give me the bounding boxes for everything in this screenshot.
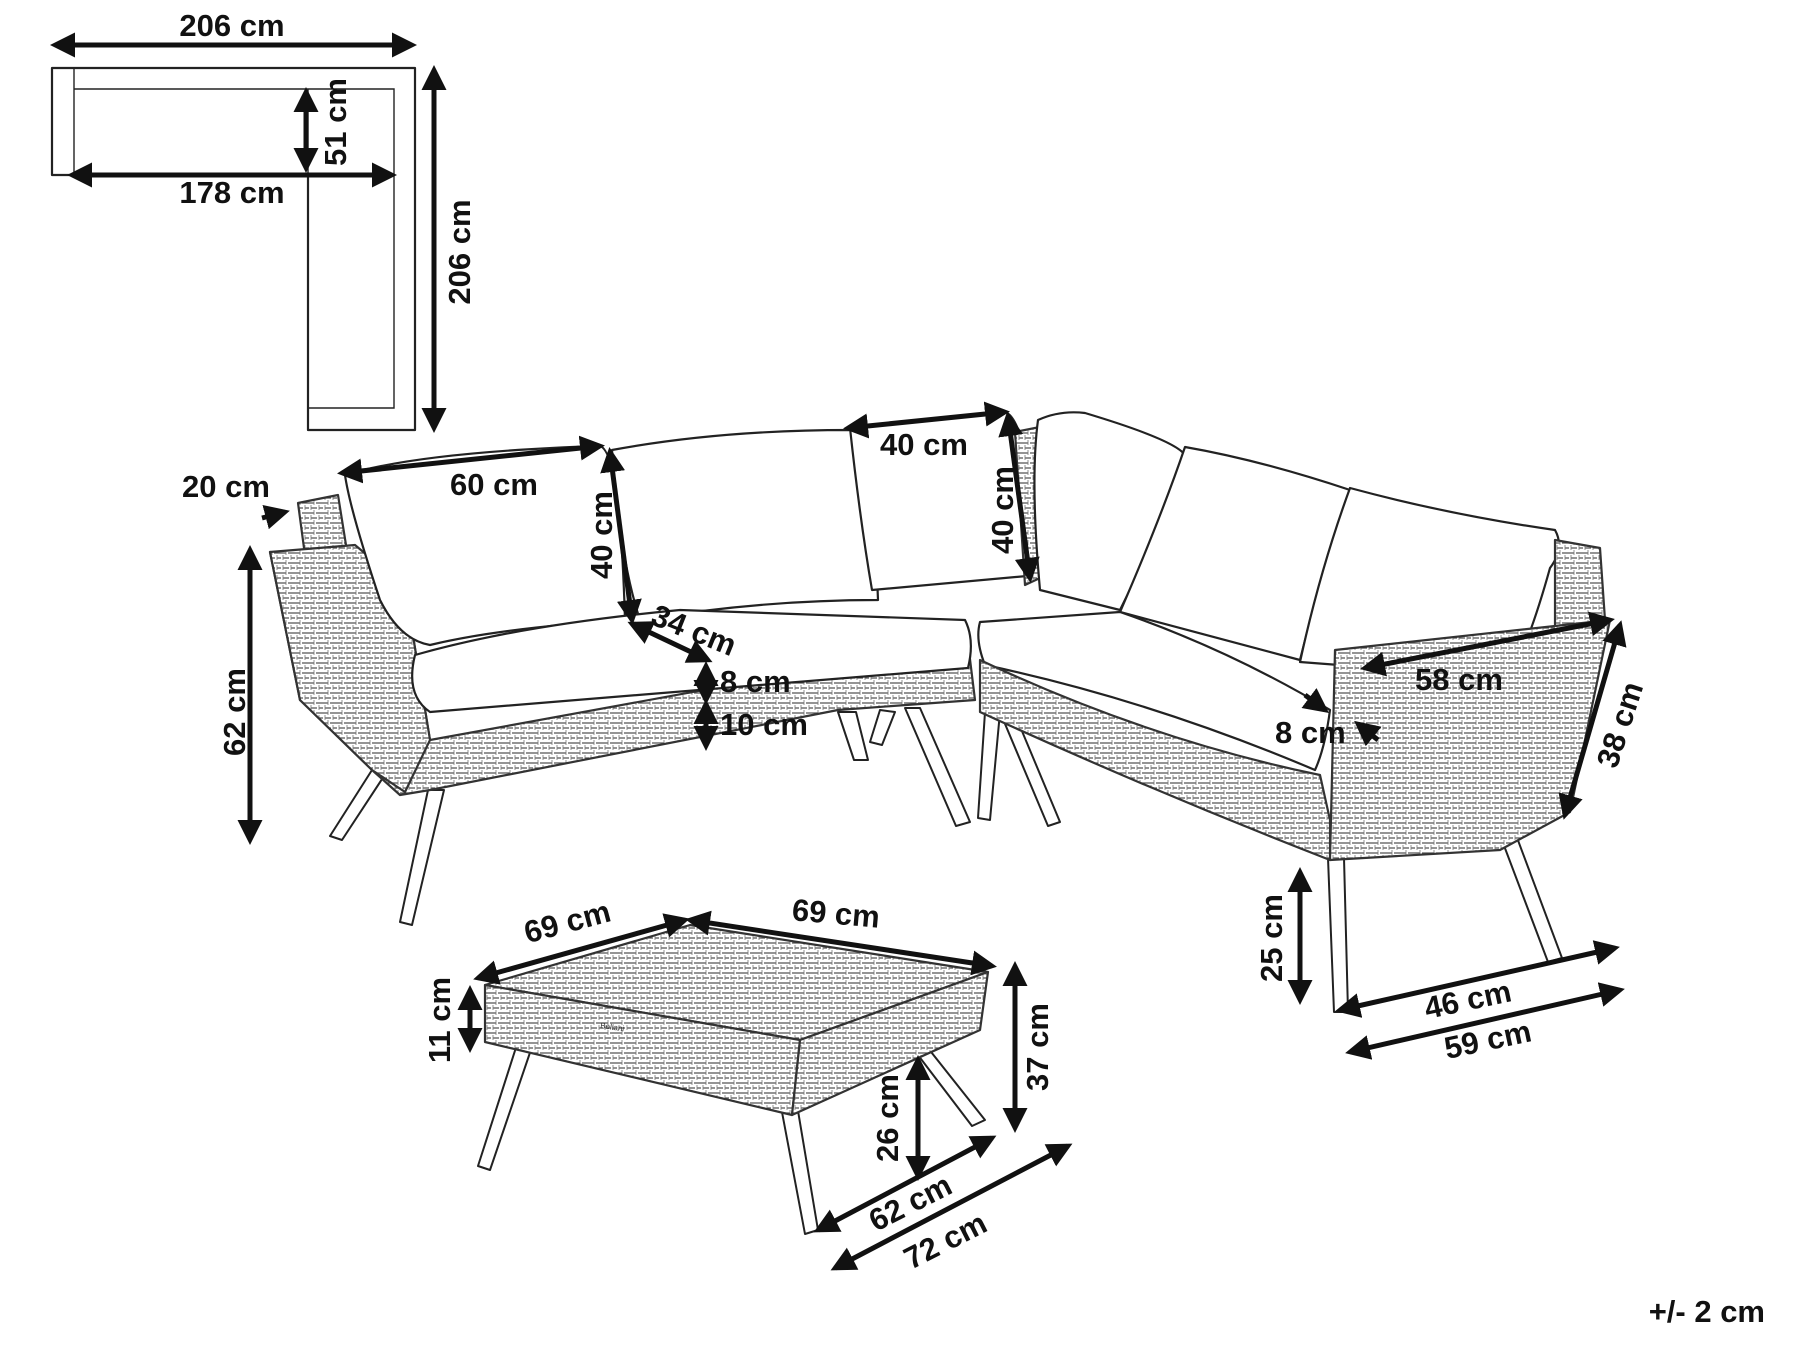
table-width-right-arrow (685, 910, 997, 976)
corner-height-label: 40 cm (985, 466, 1020, 554)
armrest-length-label: 58 cm (1415, 662, 1503, 697)
armrest-inner-arrow-left (1301, 688, 1329, 713)
top-inner-label: 178 cm (179, 175, 284, 210)
corner-width-arrow (843, 401, 1010, 439)
top-depth-label: 51 cm (318, 78, 353, 166)
backrest-width-arrow (337, 435, 605, 484)
table-top-thickness-label: 11 cm (422, 977, 457, 1063)
table-height-label: 37 cm (1020, 1003, 1055, 1091)
leg-height-label: 25 cm (1254, 894, 1289, 982)
corner-sofa (268, 410, 1612, 1013)
table-logo: Beliani (600, 1021, 625, 1033)
armrest-width-label: 20 cm (182, 469, 270, 504)
tolerance-note: +/- 2 cm (1649, 1294, 1765, 1329)
corner-height-arrow (998, 411, 1040, 583)
sofa-leg (869, 709, 896, 746)
seat-frame-label: 10 cm (720, 707, 808, 742)
table-leg-height-label: 26 cm (870, 1074, 905, 1162)
back-cushion-height-label: 40 cm (584, 491, 619, 579)
sofa-height-label: 62 cm (217, 668, 252, 756)
table-outer-width-arrow (830, 1143, 1073, 1271)
armrest-inner-arrow-right (1354, 720, 1382, 747)
outer-depth-label: 59 cm (1441, 1013, 1534, 1066)
sofa-leg (904, 707, 971, 827)
seat-depth-arrow (627, 621, 713, 663)
armrest-width-arrow (261, 504, 290, 530)
sofa-back-cushion (610, 428, 880, 622)
top-side-label: 206 cm (442, 199, 477, 304)
top-view-outline (50, 66, 417, 432)
sofa-leg (329, 769, 389, 841)
sofa-leg (837, 711, 869, 761)
sofa-leg (977, 711, 1001, 821)
top-width-label: 206 cm (179, 8, 284, 43)
sofa-right-armrest (1328, 618, 1612, 862)
back-cushion-height-arrow (600, 447, 642, 625)
armrest-height-arrow (1558, 620, 1627, 820)
armrest-inner-label: 8 cm (1275, 715, 1346, 750)
corner-width-label: 40 cm (880, 427, 968, 462)
seat-cushion-label: 8 cm (720, 664, 791, 699)
top-view-inner-line (73, 68, 395, 409)
table-right-side (790, 970, 990, 1117)
top-view: 206 cm 51 cm 178 cm 206 cm (50, 8, 477, 433)
sofa-leg (399, 789, 445, 926)
table-width-left-arrow (473, 913, 690, 985)
sofa-leg (1499, 834, 1563, 963)
sofa-right-back-armrest (1553, 538, 1607, 630)
sofa-leg (1327, 857, 1349, 1013)
table-leg (477, 1034, 537, 1171)
backrest-width-label: 60 cm (450, 467, 538, 502)
table-width-right-label: 69 cm (791, 892, 882, 935)
outer-depth-arrow (1345, 982, 1625, 1060)
